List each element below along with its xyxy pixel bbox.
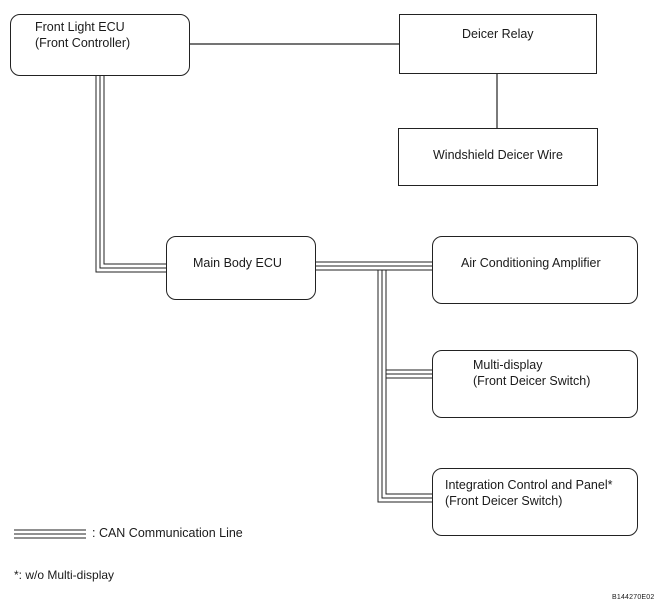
multi-display-box: Multi-display (Front Deicer Switch) [432,350,638,418]
multi-display-label: Multi-display [473,358,543,372]
front-light-ecu-box: Front Light ECU (Front Controller) [10,14,190,76]
integration-control-panel-sublabel: (Front Deicer Switch) [445,494,563,508]
legend-can-label: : CAN Communication Line [92,526,243,540]
figure-code: B144270E02 [612,594,655,601]
main-body-ecu-label: Main Body ECU [193,256,282,270]
multi-display-sublabel: (Front Deicer Switch) [473,374,591,388]
air-conditioning-amplifier-label: Air Conditioning Amplifier [461,256,601,270]
can-line-branch-multidisplay [386,369,432,379]
can-line-front-to-main [95,76,166,273]
legend-can-line-sample [14,529,86,539]
deicer-relay-box: Deicer Relay [399,14,597,74]
windshield-deicer-wire-label: Windshield Deicer Wire [433,148,563,162]
can-line-trunk [377,270,432,503]
integration-control-panel-box: Integration Control and Panel* (Front De… [432,468,638,536]
air-conditioning-amplifier-box: Air Conditioning Amplifier [432,236,638,304]
can-line-main-to-ac [316,261,432,271]
integration-control-panel-label: Integration Control and Panel* [445,478,613,492]
main-body-ecu-box: Main Body ECU [166,236,316,300]
front-light-ecu-sublabel: (Front Controller) [35,36,131,50]
front-light-ecu-label: Front Light ECU [35,20,125,34]
footnote: *: w/o Multi-display [14,568,115,582]
windshield-deicer-wire-box: Windshield Deicer Wire [398,128,598,186]
deicer-relay-label: Deicer Relay [462,27,534,41]
